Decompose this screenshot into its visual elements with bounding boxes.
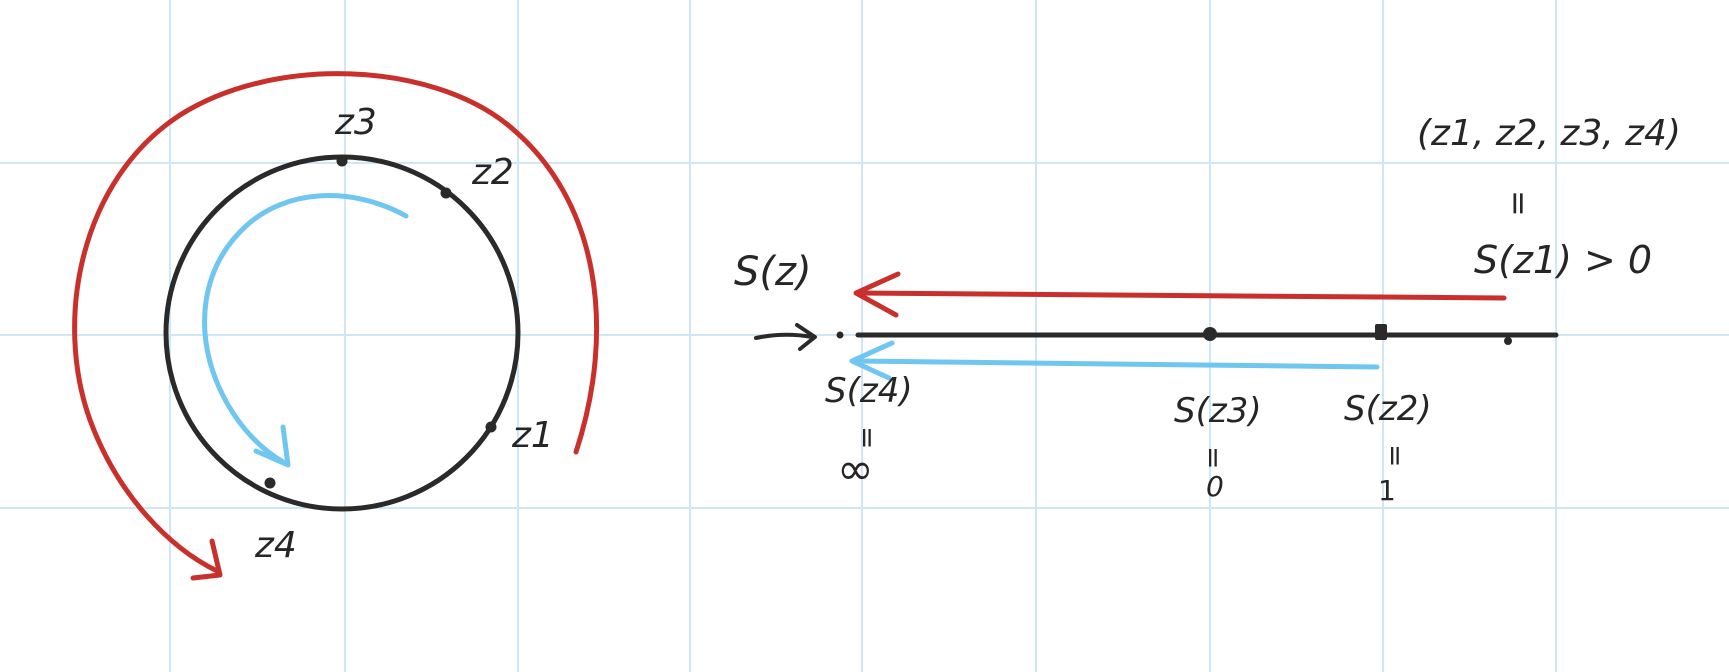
label-z4: z4 — [254, 525, 297, 566]
unit-circle — [163, 154, 521, 512]
red-line-arrow — [855, 290, 1507, 301]
incoming-arrowhead — [795, 323, 817, 351]
label-s-z4: S(z4) — [825, 371, 913, 411]
label-s-z3: S(z3) — [1174, 391, 1262, 431]
red-arc-arrowhead — [190, 538, 223, 581]
blue-line-arrow — [851, 358, 1380, 370]
point-z4 — [264, 477, 276, 489]
axis-title-s-z: S(z) — [734, 249, 812, 295]
point-z3 — [336, 155, 348, 167]
s-z2-equals-sign: = — [1379, 444, 1412, 467]
point-z2 — [440, 187, 452, 199]
s-z1-greater-than-zero: S(z1) > 0 — [1474, 238, 1652, 282]
s-z3-equals-sign: = — [1197, 446, 1230, 469]
blue-line-arrowhead — [849, 340, 895, 381]
cross-ratio-tuple: (z1, z2, z3, z4) — [1417, 113, 1681, 154]
tuple-equals-sign: = — [1500, 190, 1538, 217]
line-dot-infinity — [836, 331, 844, 339]
incoming-arrow — [754, 332, 814, 340]
label-z3: z3 — [334, 102, 377, 143]
point-z1 — [485, 421, 497, 433]
s-z4-equals-sign: = — [851, 426, 884, 449]
s-z2-value-one: 1 — [1378, 474, 1396, 507]
label-z2: z2 — [471, 152, 514, 193]
label-s-z2: S(z2) — [1344, 389, 1432, 429]
line-point-s-z2 — [1375, 324, 1387, 340]
line-point-s-z1 — [1504, 337, 1512, 345]
s-z3-value-zero: 0 — [1206, 470, 1224, 503]
s-z4-value-infinity: ∞ — [837, 444, 874, 495]
blue-orientation-arc — [202, 193, 409, 466]
label-z1: z1 — [511, 415, 554, 456]
red-orientation-arc — [72, 71, 600, 574]
red-line-arrowhead — [853, 271, 901, 318]
line-point-s-z3 — [1203, 327, 1217, 341]
blue-arc-arrowhead — [253, 424, 291, 468]
